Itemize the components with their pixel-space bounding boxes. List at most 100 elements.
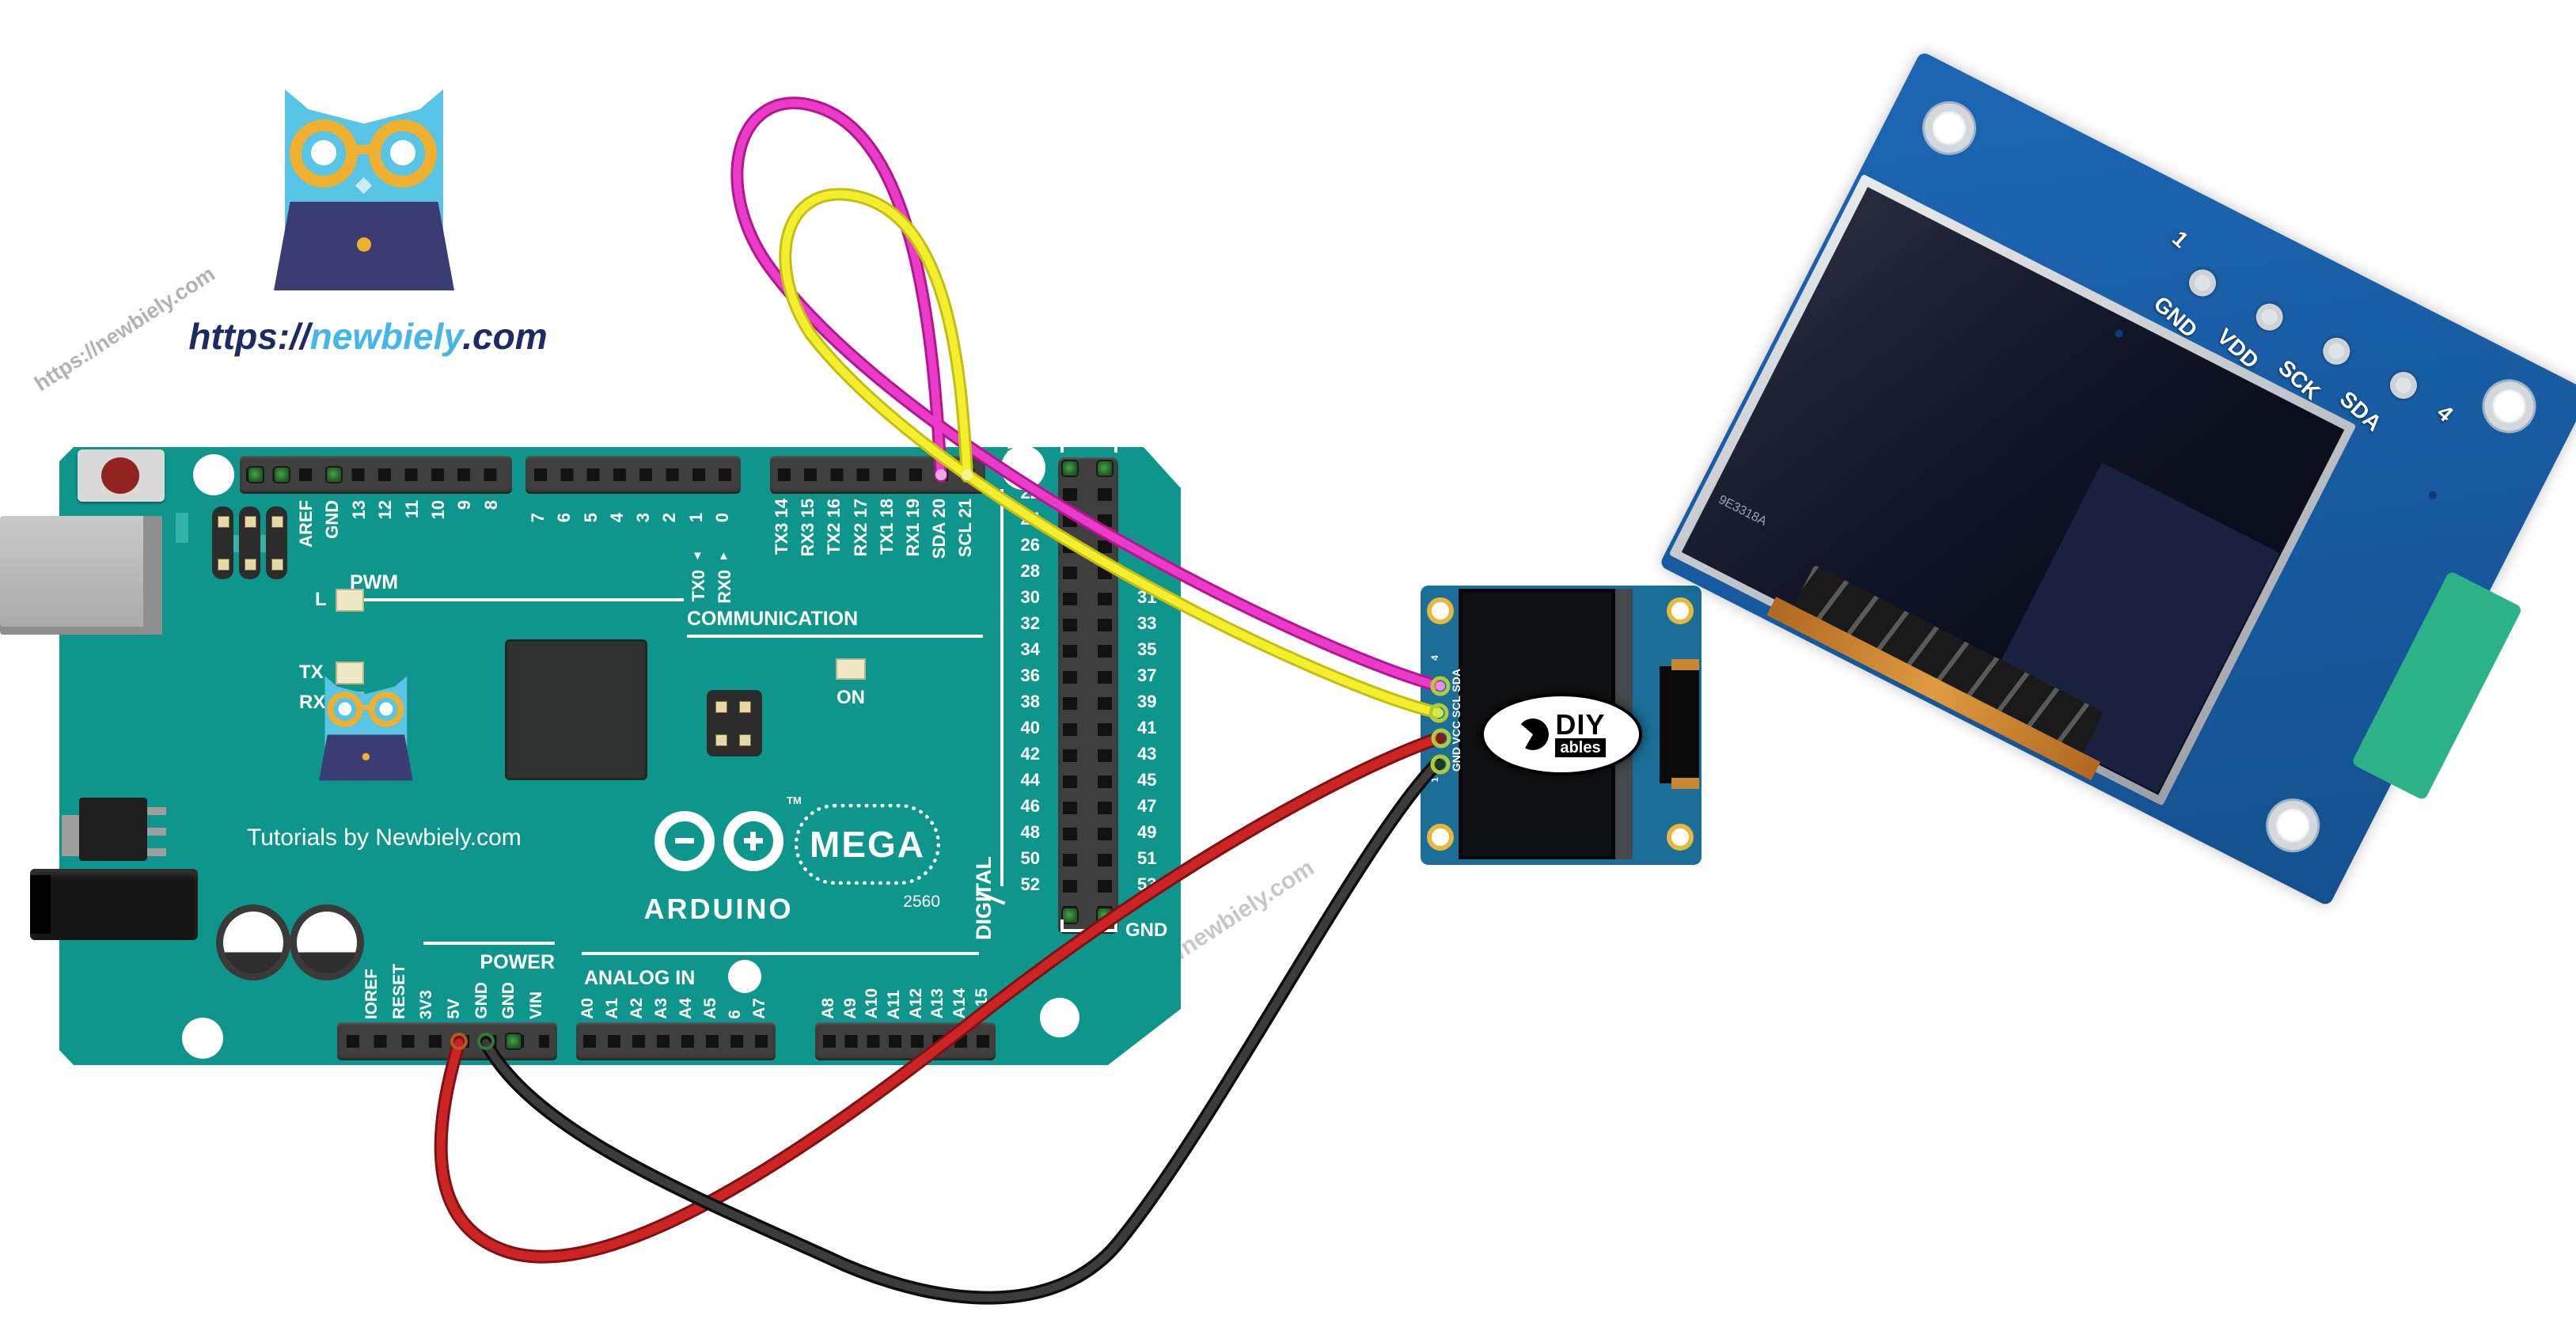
power-jack-end (30, 875, 51, 934)
tx0-triangle-icon: ▼ (692, 549, 704, 563)
pin-label: 50 (1020, 848, 1040, 868)
green-pin (506, 1034, 521, 1048)
icsp-pin (218, 559, 230, 571)
photo-pin-hole (2318, 332, 2355, 370)
owl-eye-left (311, 140, 336, 165)
microcontroller-chip (505, 639, 647, 780)
ables-text: ables (1555, 738, 1606, 757)
analog-header-a (576, 1022, 776, 1060)
power-label: POWER (480, 951, 555, 973)
led-l (336, 589, 364, 612)
oled-pin-ring (1431, 728, 1451, 749)
oled-scl-tip (1434, 708, 1444, 718)
oled-gnd-tip (1436, 760, 1445, 769)
oled-mounting-hole (1667, 597, 1694, 624)
pin-label: 52 (1020, 874, 1040, 894)
analog-in-label: ANALOG IN (584, 967, 696, 989)
voltage-regulator-tab (62, 815, 82, 856)
owl-glasses-bridge (359, 704, 372, 710)
communication-label: COMMUNICATION (687, 608, 859, 630)
scl-wire (779, 188, 1442, 718)
photo-mounting-hole (2259, 792, 2326, 859)
oled-vcc-tip (1436, 734, 1446, 743)
mounting-hole (182, 1018, 223, 1059)
pin-holes (778, 468, 977, 481)
arduino-tm: TM (787, 794, 802, 806)
photo-pin-hole (2385, 367, 2422, 404)
pin-label: 37 (1137, 665, 1157, 685)
pin-label: 48 (1020, 822, 1040, 842)
led-on (836, 658, 866, 680)
rx0-triangle-icon: ▲ (718, 549, 730, 563)
infinity-plus-v (750, 832, 756, 851)
photo-mounting-hole (2475, 373, 2543, 440)
pwm-line (355, 598, 684, 601)
scl-pin-contact (962, 469, 973, 480)
pin-label: 44 (1020, 770, 1040, 790)
pin-label: 35 (1137, 639, 1157, 659)
pin-holes (1098, 462, 1112, 929)
icsp-pin (245, 516, 256, 528)
board-owl-icon (317, 669, 415, 788)
capacitor (290, 904, 364, 980)
photo-pin-hole (2251, 298, 2288, 336)
pin-label: 46 (1020, 796, 1040, 816)
mounting-hole (728, 960, 761, 993)
site-url-com: .com (462, 316, 548, 357)
tutorials-text: Tutorials by Newbiely.com (247, 825, 522, 851)
led-rx-label: RX (299, 692, 326, 713)
icsp1-pin (739, 701, 751, 713)
voltage-regulator-leg (147, 848, 166, 856)
diyables-logo-icon (1517, 718, 1550, 750)
icsp1-pin (715, 701, 727, 713)
infinity-minus (675, 838, 694, 844)
led-tx (336, 662, 364, 684)
green-pin (275, 468, 289, 482)
5v-label: 5V (1007, 438, 1028, 458)
oled-sda-tip (1436, 681, 1445, 691)
owl-laptop-dot (357, 237, 371, 252)
green-pin (1063, 908, 1077, 923)
gnd-pin-contact (477, 1033, 495, 1050)
pin-holes (246, 468, 507, 481)
pin-label: 30 (1020, 587, 1040, 607)
analog-line (582, 952, 979, 955)
pin-label: 42 (1020, 744, 1040, 764)
pin-holes (534, 468, 734, 481)
power-jack (30, 869, 198, 940)
green-pin (1098, 461, 1112, 476)
usb-connector (0, 516, 162, 635)
pin-holes (1063, 462, 1077, 929)
green-pin (248, 468, 263, 482)
owl-eye-right (379, 702, 393, 716)
photo-pin-number-right: 4 (2432, 400, 2458, 427)
oled-mounting-hole (1427, 824, 1454, 851)
pin-label: 40 (1020, 718, 1040, 737)
pin-label: 45 (1137, 770, 1157, 790)
pin-label: 33 (1137, 613, 1157, 633)
pin-label: 32 (1020, 613, 1040, 633)
mounting-hole (1040, 998, 1079, 1037)
diy-text: DIY (1555, 708, 1606, 741)
5v-pin-contact (450, 1033, 468, 1050)
led-on-label: ON (837, 687, 865, 708)
icsp1-pin (715, 734, 727, 746)
oled-pin-ring (1428, 703, 1449, 723)
mega-oval (795, 804, 940, 885)
photo-pin-number-left: 1 (2167, 226, 2194, 253)
scl-wire-core (781, 190, 1440, 716)
green-pin (1063, 461, 1077, 476)
mega-label: MEGA (810, 824, 925, 865)
green-pin (327, 468, 341, 482)
diyables-logo-text: DIY ables (1555, 708, 1606, 757)
mounting-hole (193, 454, 234, 495)
led-l-label: L (315, 589, 327, 610)
oled-mounting-hole (1427, 597, 1454, 624)
photo-pin-hole (2184, 264, 2221, 301)
photo-via-dot (2427, 490, 2438, 501)
gnd-label: GND (1125, 919, 1168, 941)
pin-label: 26 (1020, 535, 1040, 555)
